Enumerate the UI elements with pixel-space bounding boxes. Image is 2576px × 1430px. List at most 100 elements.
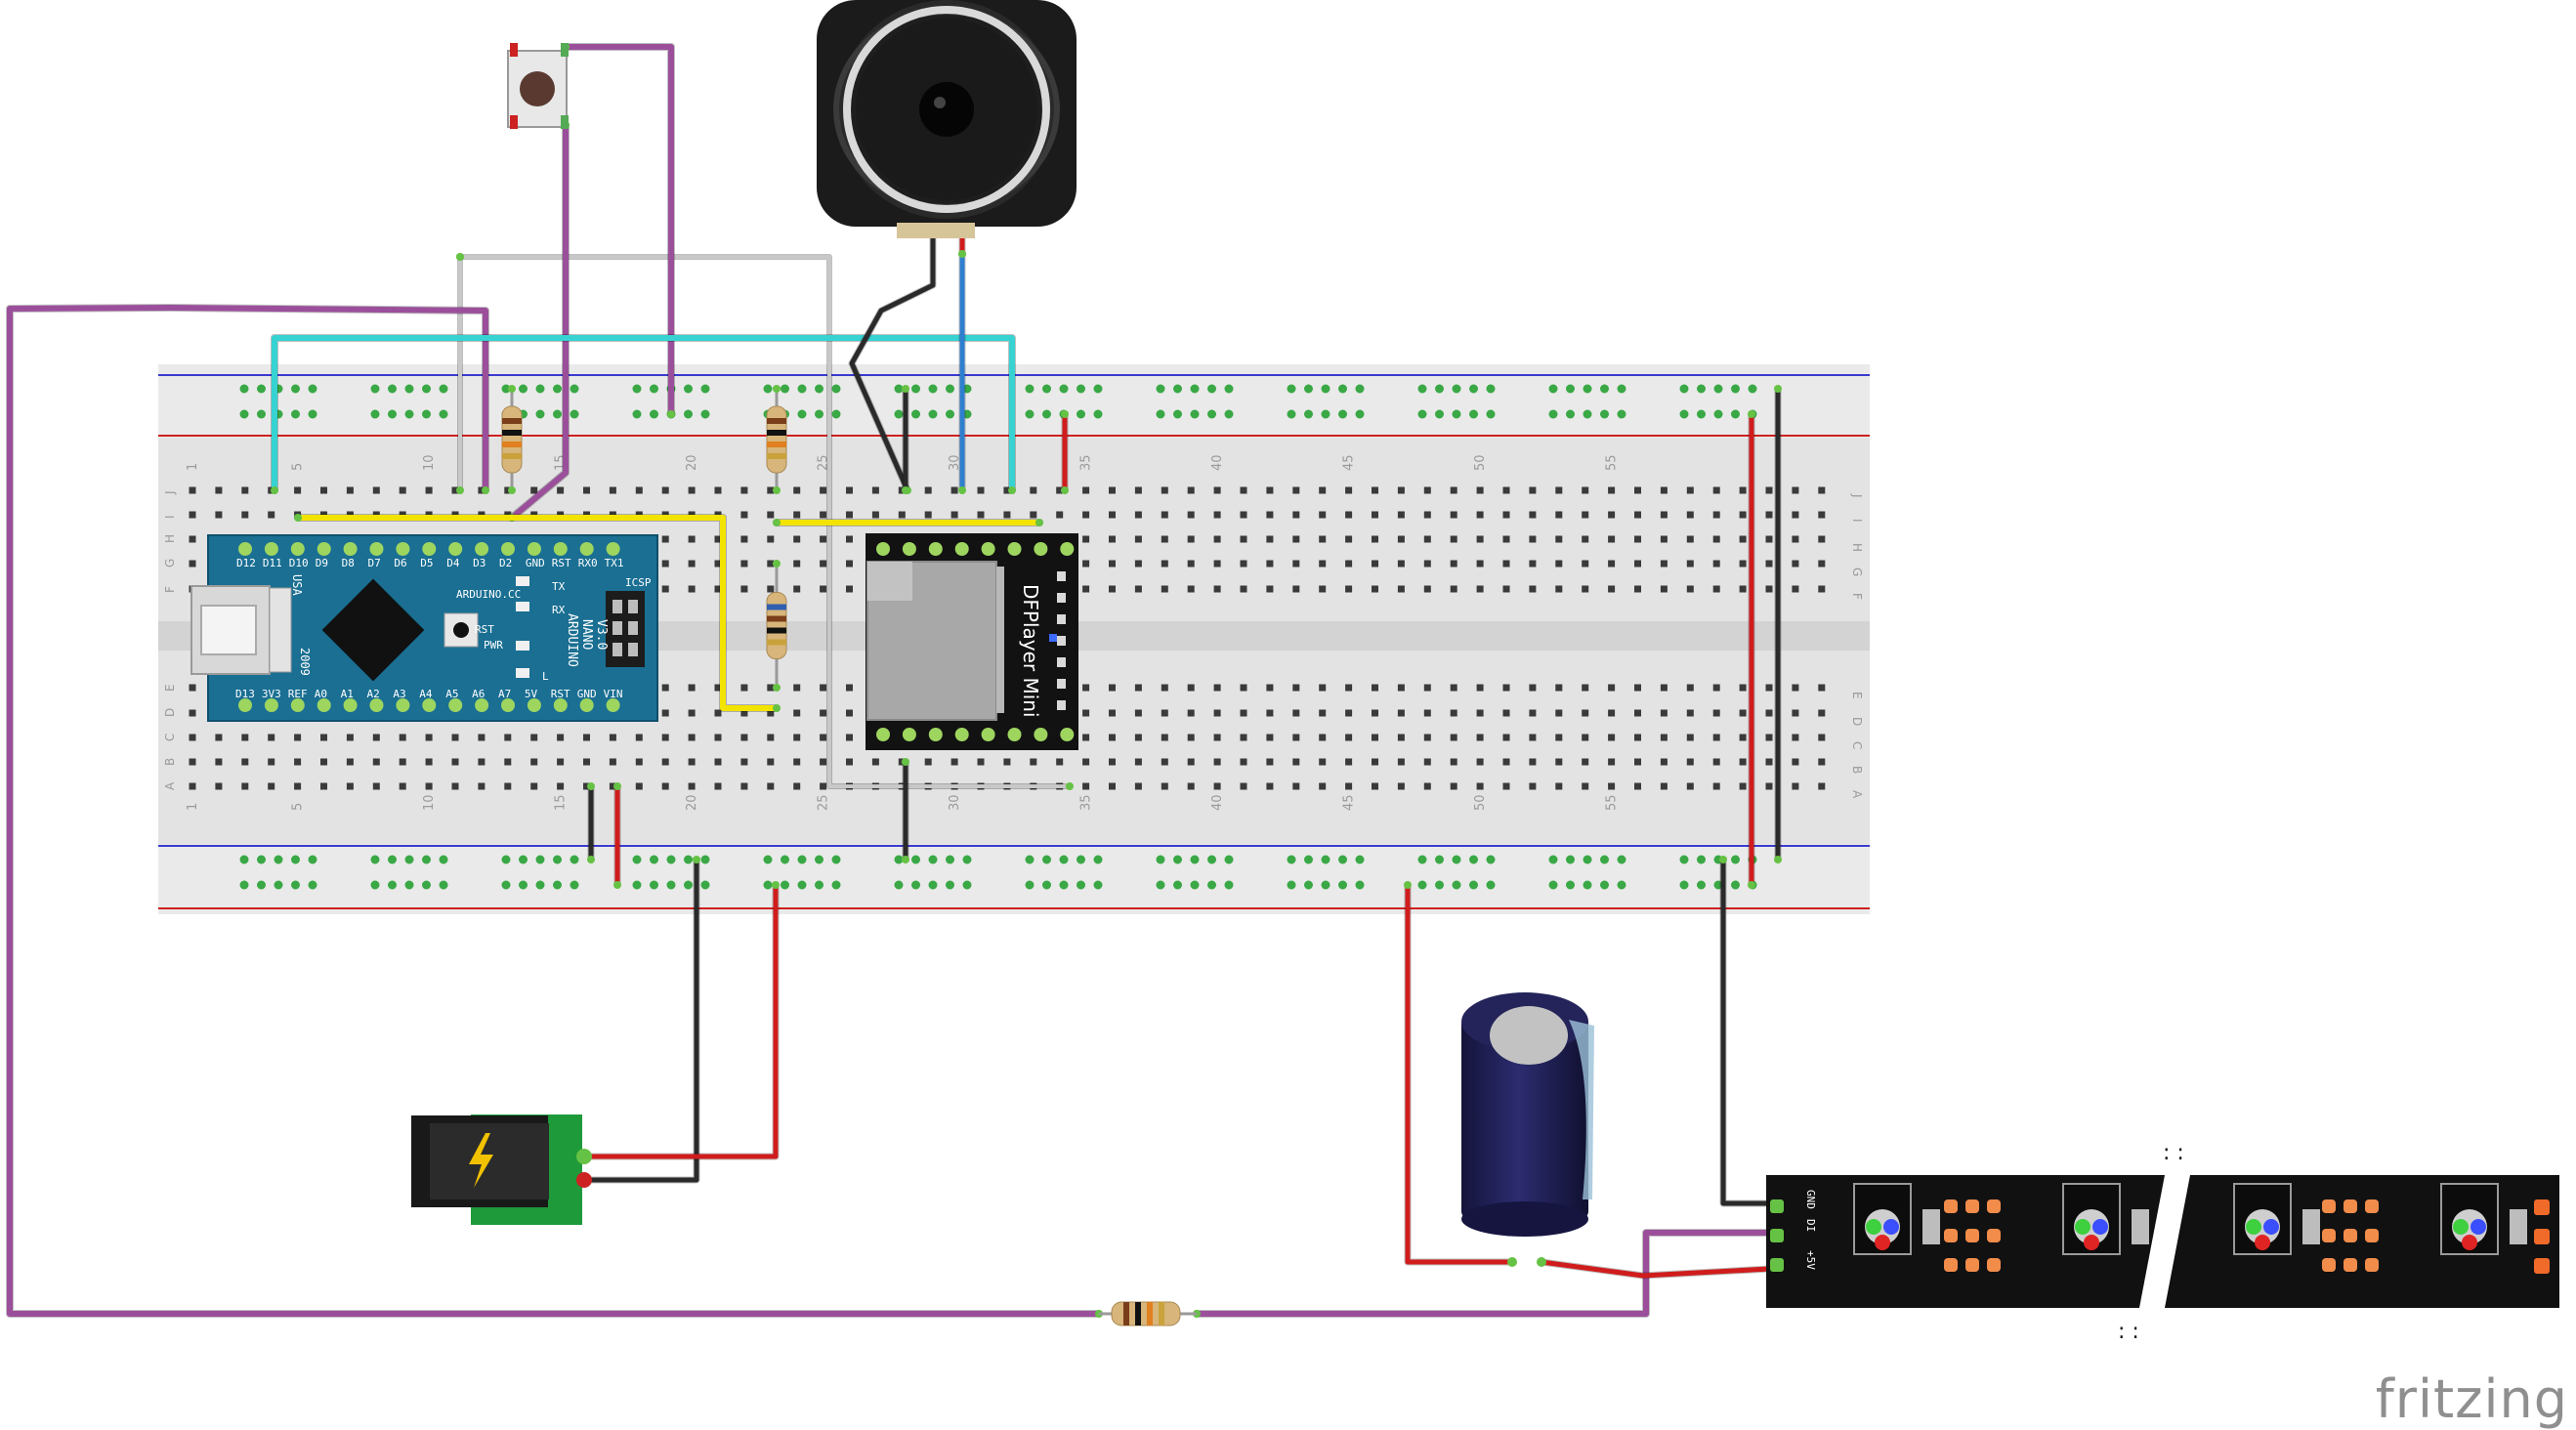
arduino-bottom-pin-label: A7 [498,688,511,700]
row-letter-label: H [1850,543,1864,552]
column-number-label: 10 [422,794,437,811]
arduino-bottom-pin-label: GND [577,688,597,700]
row-letter-label: I [1850,519,1864,523]
row-letter-label: A [163,781,177,790]
strip-di-label: DI [1804,1219,1817,1232]
arduino-top-pin-label: D7 [368,557,381,569]
arduino-pin-headers [238,542,620,712]
red-wire [581,882,779,1159]
arduino-top-pin-label: D3 [473,557,486,569]
column-number-label: 45 [1342,454,1357,471]
column-number-label: 25 [817,794,831,811]
resistor [766,385,787,494]
arduino-top-pin-label: D2 [499,557,512,569]
arduino-bottom-pin-label: A0 [315,688,327,700]
row-letter-label: I [163,515,177,519]
strip-break-mark-top: : : [2163,1141,2184,1165]
arduino-bottom-pin-label: D13 [235,688,255,700]
dfplayer-mini: DFPlayer Mini [866,533,1078,750]
arduino-name-line-3: V3.0 [594,619,609,650]
led-strip: : : : : GND DI +5V [1766,1141,2559,1344]
resistor [1099,1301,1197,1326]
arduino-tx-label: TX [552,580,566,593]
column-number-label: 20 [685,794,699,811]
column-number-label: 55 [1605,454,1620,471]
reset-button-cap[interactable] [453,622,469,638]
icsp-pins [612,600,638,656]
row-letter-label: E [163,684,177,692]
column-number-label: 5 [291,463,306,471]
arduino-icsp-label: ICSP [625,576,652,589]
column-number-label: 45 [1342,794,1357,811]
column-number-label: 35 [1079,794,1094,811]
rx-led [516,602,529,611]
resistor [501,385,523,494]
arduino-site-label: ARDUINO.CC [456,588,521,601]
resistors [501,385,1197,1326]
speaker [817,0,1077,238]
arduino-rx-label: RX [552,604,566,616]
power-bolt-icon [469,1133,493,1188]
capacitor-body [1461,1016,1588,1219]
arduino-year-label: 2009 [298,648,312,676]
wires [6,43,1792,1318]
row-letter-label: C [1850,741,1864,749]
arduino-top-pin-label: GND [526,557,545,569]
column-number-label: 15 [554,794,569,811]
dfplayer-status-led [1049,634,1057,642]
column-number-label: 50 [1473,794,1488,811]
column-number-label: 10 [422,454,437,471]
arduino-bottom-pin-label: REF [288,688,308,700]
button-cap[interactable] [520,71,555,106]
arduino-top-pin-label: D8 [342,557,355,569]
pwr-led [516,641,529,651]
column-number-label: 1 [186,803,200,811]
arduino-l-label: L [542,670,549,683]
arduino-name-line-2: NANO [579,619,594,650]
column-number-label: 30 [948,454,962,471]
arduino-name-line-1: ARDUINO [565,613,579,667]
red-wire [1405,882,1515,1265]
arduino-bottom-pin-label: A4 [419,688,433,700]
arduino-bottom-pin-label: A1 [341,688,354,700]
push-button[interactable] [507,43,569,129]
dfplayer-label: DFPlayer Mini [1019,584,1042,718]
purple-wire [509,122,569,521]
capacitor-stripe [1569,1020,1594,1199]
arduino-top-pin-label: D12 [236,557,256,569]
row-letter-label: G [163,559,177,568]
row-letter-label: J [1850,493,1864,498]
arduino-bottom-pin-label: A3 [393,688,405,700]
cyan-wire [272,335,1015,493]
column-number-label: 55 [1605,794,1620,811]
arduino-top-pin-label: TX1 [605,557,624,569]
row-letter-label: A [1850,790,1864,799]
icsp-header [606,591,645,667]
led-strip-segment-2 [2165,1175,2559,1308]
speaker-terminal [897,223,975,238]
strip-5v-label: +5V [1804,1250,1817,1270]
arduino-bottom-pin-label: A6 [472,688,485,700]
strip-break-mark-bottom: : : [2118,1320,2139,1344]
arduino-bottom-pin-label: A2 [367,688,380,700]
arduino-top-pin-label: D4 [446,557,460,569]
row-letter-label: E [1850,692,1864,699]
speaker-dust-cap [919,82,974,137]
column-number-label: 35 [1079,454,1094,471]
row-letter-label: D [1850,717,1864,726]
capacitor-top [1490,1006,1568,1065]
row-letter-label: H [163,534,177,543]
arduino-nano: D12D13D113V3D10REFD9A0D8A1D7A2D6A3D5A4D4… [190,534,658,722]
yellow-wire [295,515,780,711]
tx-led [516,576,529,586]
black-wire [581,857,699,1183]
black-wire [849,224,936,493]
column-number-label: 30 [948,794,962,811]
column-number-label: 40 [1210,794,1225,811]
arduino-labels: D12D13D113V3D10REFD9A0D8A1D7A2D6A3D5A4D4… [235,557,623,700]
speaker-surround [843,6,1050,213]
resistor [766,560,787,692]
arduino-bottom-pin-label: A5 [445,688,458,700]
arduino-top-pin-label: D10 [289,557,309,569]
